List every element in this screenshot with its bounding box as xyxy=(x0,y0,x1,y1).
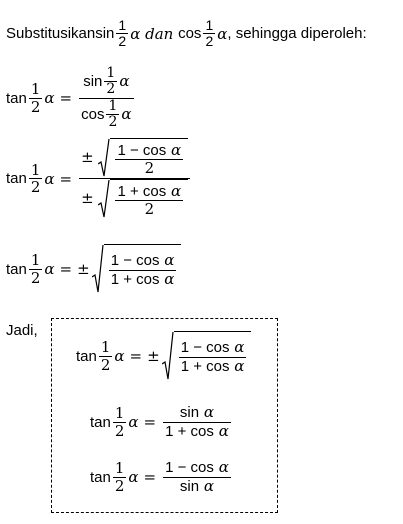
intro-alpha-1: α xyxy=(130,24,141,43)
summary-box xyxy=(51,318,278,513)
intro-text-2: , sehingga diperoleh: xyxy=(227,24,367,42)
intro-alpha-2: α xyxy=(217,24,228,43)
jadi-label: Jadi, xyxy=(6,322,38,339)
intro-dan: dan xyxy=(140,24,179,43)
intro-sin: sin xyxy=(95,24,115,42)
intro-text: Substitusikan xyxy=(6,24,96,42)
intro-cos: cos xyxy=(178,24,202,42)
